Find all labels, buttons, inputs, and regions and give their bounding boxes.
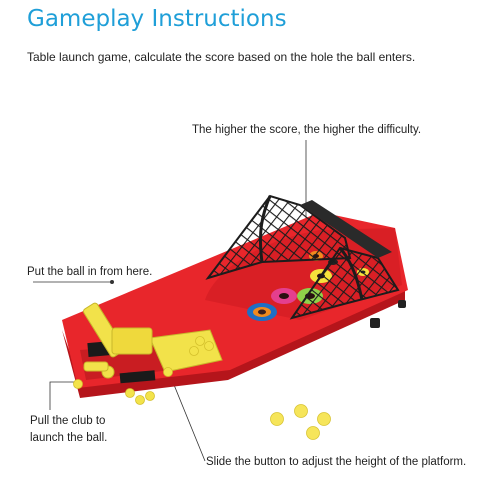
ball (73, 379, 83, 389)
ball (270, 412, 284, 426)
page-subtitle: Table launch game, calculate the score b… (27, 50, 416, 64)
ball (294, 404, 308, 418)
callout-score: The higher the score, the higher the dif… (192, 124, 422, 136)
ball (145, 391, 155, 401)
leader-club (49, 381, 82, 410)
loose-balls (270, 404, 331, 440)
callout-pull-club-line2: launch the ball. (30, 432, 108, 444)
leader-slide (169, 374, 206, 462)
ball (306, 426, 320, 440)
ball (135, 395, 145, 405)
ball (125, 388, 135, 398)
back-net (205, 194, 400, 320)
ball (204, 341, 214, 351)
callout-pull-club-line1: Pull the club to (30, 415, 106, 427)
callout-put-ball: Put the ball in from here. (27, 266, 153, 278)
balls-on-board (73, 336, 214, 405)
page-title: Gameplay Instructions (27, 6, 287, 32)
callout-pull-club: Pull the club to launch the ball. (30, 413, 107, 447)
callout-slide-button: Slide the button to adjust the height of… (206, 456, 467, 468)
ball (163, 367, 173, 377)
ball (189, 346, 199, 356)
ball (195, 336, 205, 346)
ball (317, 412, 331, 426)
